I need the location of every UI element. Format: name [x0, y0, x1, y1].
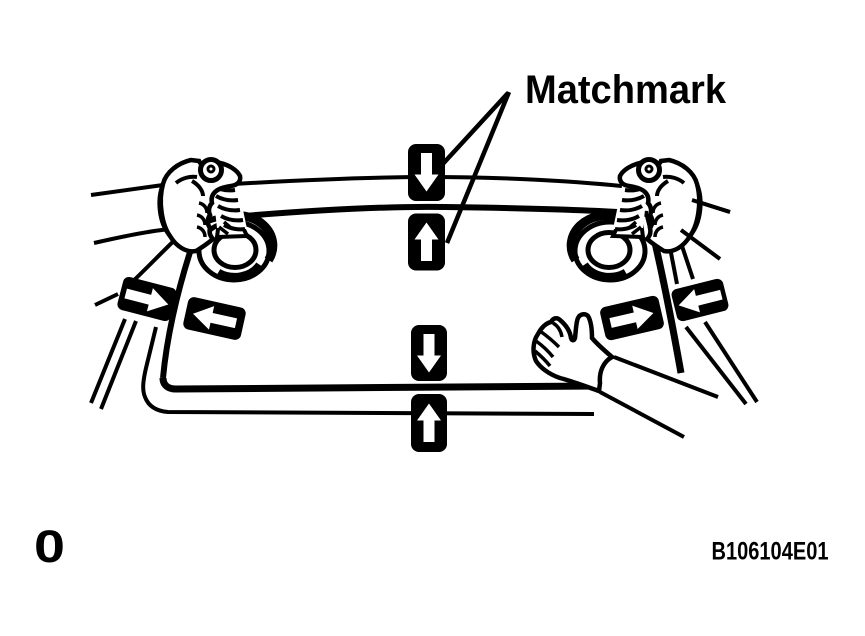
svg-text:0: 0 [34, 521, 65, 572]
svg-text:B106104E01: B106104E01 [712, 538, 829, 566]
svg-text:Matchmark: Matchmark [525, 68, 727, 112]
